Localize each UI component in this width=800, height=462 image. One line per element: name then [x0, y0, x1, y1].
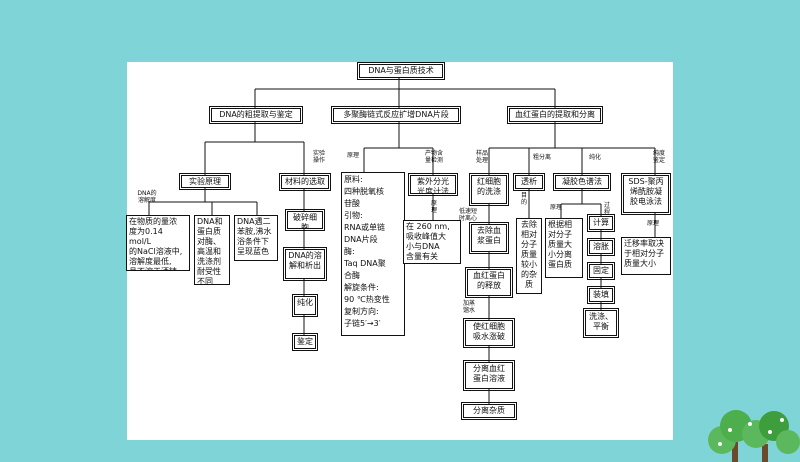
wash-red-cells: 红细胞 的洗涤	[469, 173, 509, 206]
branch-hemoglobin: 血红蛋白的提取和分离	[507, 106, 603, 124]
experiment-principle: 实验原理	[179, 173, 231, 190]
centrifuge-label: 低速短 时离心	[458, 208, 477, 222]
detection-label: 产物含 量检测	[424, 150, 443, 164]
pcr-principle-label: 原理	[346, 152, 359, 159]
pcr-principle: 原料: 四种脱氧核 苷酸 引物: RNA或单链 DNA片段 酶: Taq DNA…	[341, 172, 405, 336]
solubility-label: DNA的 溶解度	[137, 190, 157, 204]
gel-chromatography: 凝胶色谱法	[553, 173, 611, 191]
sds-principle-label: 原理	[646, 220, 659, 227]
gel-principle-label: 原理	[549, 204, 562, 211]
sds-principle: 迁移率取决 于相对分子 质量大小	[621, 237, 671, 275]
procedure-label: 实验 操作	[312, 150, 325, 164]
hemoglobin-release: 血红蛋白 的释放	[465, 267, 513, 298]
purification-label: 纯化	[588, 154, 601, 161]
gel-principle: 根据相 对分子 质量大 小分离 蛋白质	[545, 218, 583, 278]
gel-process-label: 过 程	[603, 202, 610, 216]
step-calculate: 计算	[587, 214, 615, 232]
branch-pcr: 多聚酶链式反应扩增DNA片段	[331, 106, 461, 124]
branch-dna-extraction: DNA的粗提取与鉴定	[209, 106, 303, 124]
dialysis: 透析	[513, 173, 545, 191]
separate-hb-solution: 分离血红 蛋白溶液	[463, 360, 515, 391]
sds-page: SDS-聚丙 烯酰胺凝 胶电泳法	[621, 173, 671, 215]
break-cells: 破碎细胞	[285, 209, 325, 231]
purity-label: 纯度 鉴定	[652, 150, 665, 164]
step-swell: 溶胀	[587, 238, 615, 256]
enzyme-tolerance-principle: DNA和 蛋白质 对酶、 高温和 洗涤剂 耐受性 不同	[194, 215, 230, 285]
root-node: DNA与蛋白质技术	[357, 62, 445, 80]
connector-lines	[148, 78, 656, 404]
step-fix: 固定	[587, 262, 615, 280]
purification: 纯化	[292, 294, 318, 317]
detection-principle: 在 260 nm, 吸收峰值大 小与DNA 含量有关	[403, 220, 461, 264]
pretreatment-label: 样品 处理	[475, 150, 488, 164]
step-pack: 装填	[587, 286, 615, 304]
concept-map: DNA与蛋白质技术 DNA的粗提取与鉴定 多聚酶链式反应扩增DNA片段 血红蛋白…	[126, 62, 673, 440]
diphenylamine-principle: DNA遇二 苯胺,沸水 浴条件下 呈现蓝色	[234, 215, 278, 261]
add-water-label: 加蒸 馏水	[462, 300, 475, 314]
tree-icon	[708, 410, 800, 462]
dissolve-precipitate: DNA的溶 解和析出	[283, 247, 327, 281]
purpose-label: 目 的	[520, 192, 527, 206]
dialysis-purpose: 去除 相对 分子 质量 较小 的杂 质	[516, 218, 542, 294]
separate-impurities: 分离杂质	[461, 402, 517, 420]
solubility-principle: 在物质的量浓 度为0.14 mol/L 的NaCl溶液中, 溶解度最低, 且不溶…	[126, 215, 190, 271]
remove-plasma-protein: 去除血 浆蛋白	[469, 222, 509, 254]
crude-separation-label: 粗分离	[532, 154, 551, 161]
uv-spectrophotometry: 紫外分光 光度计法	[408, 173, 458, 196]
cell-rupture: 使红细胞 吸水涨破	[463, 318, 515, 348]
identification: 鉴定	[292, 333, 318, 351]
material-selection: 材料的选取	[279, 173, 331, 191]
detection-principle-label: 原 理	[430, 200, 437, 214]
step-wash-balance: 洗涤、 平衡	[583, 308, 619, 338]
